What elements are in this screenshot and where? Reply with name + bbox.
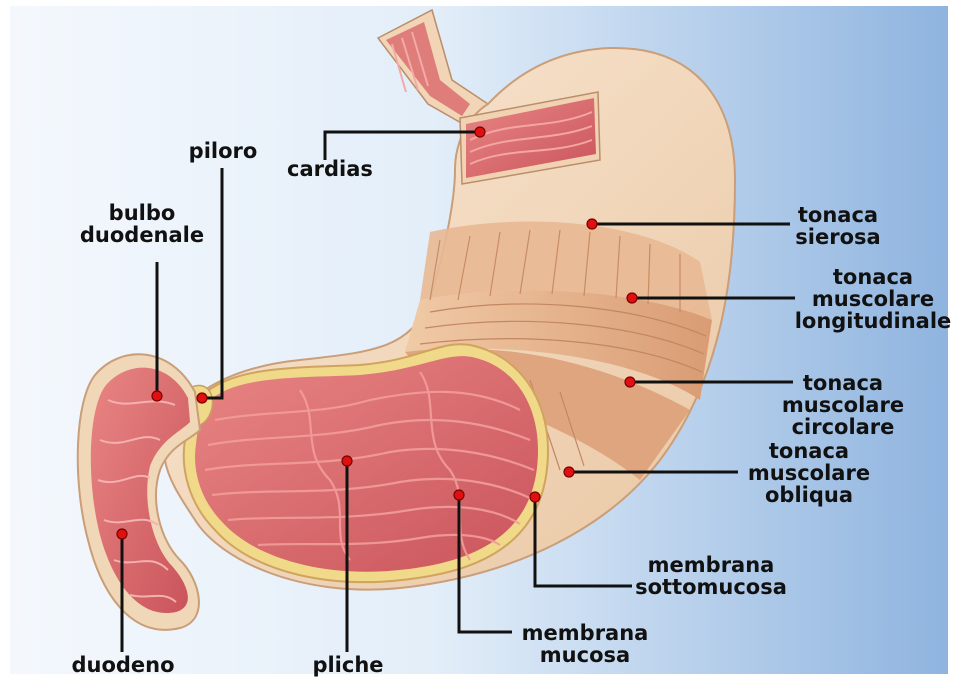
label-tonaca-muscolare-obliqua: tonaca muscolare obliqua	[734, 440, 884, 506]
label-pliche: pliche	[306, 654, 390, 676]
label-line: tonaca	[768, 372, 918, 394]
marker-cardias	[475, 127, 485, 137]
label-line: tonaca	[790, 266, 956, 288]
label-line: duodenale	[70, 224, 214, 246]
marker-sottomucosa	[530, 492, 540, 502]
label-line: longitudinale	[790, 310, 956, 332]
label-tonaca-sierosa: tonaca sierosa	[784, 204, 892, 248]
label-tonaca-muscolare-longitudinale: tonaca muscolare longitudinale	[790, 266, 956, 332]
label-line: sierosa	[784, 226, 892, 248]
marker-obliqua	[564, 467, 574, 477]
label-line: tonaca	[734, 440, 884, 462]
label-line: tonaca	[784, 204, 892, 226]
label-line: duodeno	[64, 654, 182, 676]
marker-duodeno	[117, 529, 127, 539]
label-line: muscolare	[790, 288, 956, 310]
label-cardias: cardias	[280, 158, 380, 180]
label-membrana-sottomucosa: membrana sottomucosa	[628, 554, 794, 598]
label-bulbo-duodenale: bulbo duodenale	[70, 202, 214, 246]
label-line: muscolare	[768, 394, 918, 416]
label-line: cardias	[280, 158, 380, 180]
label-line: obliqua	[734, 484, 884, 506]
label-line: membrana	[628, 554, 794, 576]
label-line: piloro	[184, 140, 262, 162]
label-line: muscolare	[734, 462, 884, 484]
marker-circolare	[625, 377, 635, 387]
label-line: circolare	[768, 416, 918, 438]
label-line: mucosa	[510, 644, 660, 666]
marker-mucosa	[454, 490, 464, 500]
marker-sierosa	[587, 219, 597, 229]
marker-piloro	[197, 393, 207, 403]
label-tonaca-muscolare-circolare: tonaca muscolare circolare	[768, 372, 918, 438]
label-line: pliche	[306, 654, 390, 676]
marker-longitudinale	[627, 293, 637, 303]
label-line: bulbo	[70, 202, 214, 224]
label-duodeno: duodeno	[64, 654, 182, 676]
marker-bulbo	[152, 391, 162, 401]
label-line: membrana	[510, 622, 660, 644]
label-line: sottomucosa	[628, 576, 794, 598]
marker-pliche	[342, 456, 352, 466]
label-piloro: piloro	[184, 140, 262, 162]
label-membrana-mucosa: membrana mucosa	[510, 622, 660, 666]
